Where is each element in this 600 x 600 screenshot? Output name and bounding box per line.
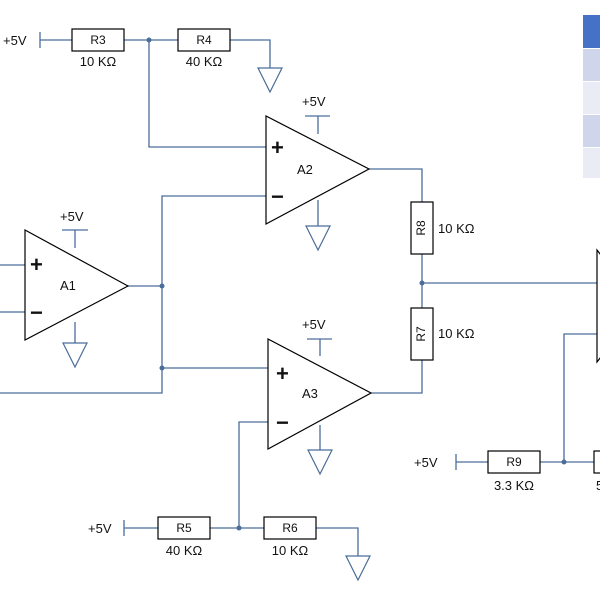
ground-icon — [257, 67, 283, 94]
resistor-body — [410, 307, 434, 361]
resistor-body — [177, 28, 231, 52]
junction-dot — [146, 37, 152, 43]
supply-label: +5V — [302, 94, 326, 109]
data-table-fragment — [583, 15, 600, 178]
resistor-value-partial: 5 — [596, 478, 600, 493]
opamp-label: A1 — [60, 278, 76, 293]
resistor-r4: R4 40 KΩ — [177, 28, 231, 69]
junction-dot — [159, 283, 165, 289]
resistor-name: R6 — [282, 521, 298, 535]
wires — [0, 32, 597, 556]
resistor-r6: R6 10 KΩ — [263, 516, 317, 558]
resistor-r8: R8 10 KΩ — [410, 201, 475, 255]
resistor-body — [157, 516, 211, 540]
supply-label-right: +5V — [414, 455, 438, 470]
table-row — [583, 148, 600, 178]
plus-sign: + — [276, 361, 289, 386]
resistor-value: 40 KΩ — [186, 54, 223, 69]
resistor-r5: R5 40 KΩ — [157, 516, 211, 558]
resistor-name: R3 — [90, 33, 106, 47]
supply-label-bottom: +5V — [88, 521, 112, 536]
ground-icon — [345, 555, 371, 582]
junction-dot — [159, 365, 165, 371]
resistor-value: 10 KΩ — [438, 221, 475, 236]
resistor-r7: R7 10 KΩ — [410, 307, 475, 361]
table-row — [583, 115, 600, 147]
plus-sign: + — [30, 252, 43, 277]
opamp-label: A2 — [297, 162, 313, 177]
opamp-label: A3 — [302, 386, 318, 401]
resistor-body — [410, 201, 434, 255]
junction-dot — [561, 459, 567, 465]
minus-sign: − — [271, 184, 284, 209]
table-header-row — [583, 15, 600, 48]
ground-icon — [62, 342, 88, 369]
resistor-name: R9 — [506, 455, 522, 469]
opamp-triangle — [24, 228, 130, 341]
supply-label: +5V — [60, 209, 84, 224]
plus-sign: + — [271, 135, 284, 160]
opamp-a2: + − A2 +5V — [265, 94, 371, 226]
opamp-output-partial — [596, 248, 600, 364]
resistor-r9: R9 3.3 KΩ — [487, 450, 541, 493]
opamp-a1: + − A1 +5V — [24, 209, 130, 341]
grounds — [62, 67, 371, 582]
resistor-body — [487, 450, 541, 474]
minus-sign: − — [30, 300, 43, 325]
minus-sign: − — [276, 410, 289, 435]
ground-icon — [305, 225, 331, 252]
opamp-triangle — [265, 115, 371, 226]
opamp-a3: + − A3 +5V — [267, 317, 373, 451]
junction-dot — [236, 525, 242, 531]
resistor-value: 3.3 KΩ — [494, 478, 534, 493]
opamp-triangle — [267, 338, 373, 451]
junction-dot — [419, 280, 425, 286]
resistor-value: 10 KΩ — [438, 326, 475, 341]
table-row — [583, 49, 600, 81]
table-row — [583, 82, 600, 114]
resistor-name: R8 — [414, 220, 428, 236]
resistor-body — [593, 450, 600, 474]
supply-label: +5V — [302, 317, 326, 332]
resistor-value: 10 KΩ — [272, 543, 309, 558]
supply-label-top: +5V — [3, 33, 27, 48]
resistor-name: R7 — [414, 326, 428, 342]
resistor-r3: R3 10 KΩ — [71, 28, 125, 69]
resistor-name: R5 — [176, 521, 192, 535]
ground-icon — [307, 449, 333, 476]
junctions — [146, 37, 567, 531]
resistor-value: 40 KΩ — [166, 543, 203, 558]
resistor-body — [263, 516, 317, 540]
resistor-value: 10 KΩ — [80, 54, 117, 69]
resistor-body — [71, 28, 125, 52]
resistor-partial: 5 — [593, 450, 600, 493]
resistor-name: R4 — [196, 33, 212, 47]
